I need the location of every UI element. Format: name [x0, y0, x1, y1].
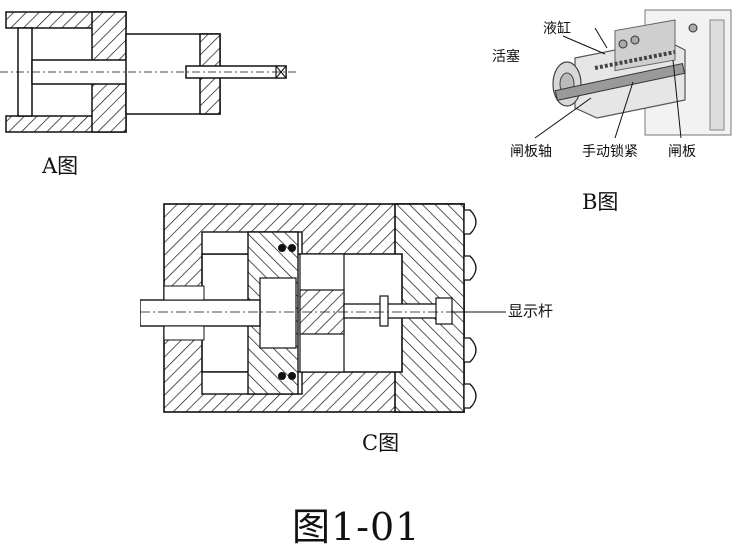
- panel-a-drawing: [0, 11, 298, 133]
- indicator-rod: [343, 303, 451, 319]
- rod: [140, 299, 261, 327]
- label-piston: 活塞: [492, 49, 520, 65]
- panel-b-label: B图: [582, 190, 619, 214]
- panel-a-label: A图: [42, 154, 79, 178]
- bolt-4: [463, 383, 477, 409]
- bolt-3: [463, 337, 477, 363]
- bolt-1: [463, 209, 477, 235]
- ram-shaft: [554, 62, 686, 101]
- label-cylinder: 液缸: [543, 21, 571, 37]
- label-ram: 闸板: [668, 144, 696, 160]
- label-ram-shaft: 闸板轴: [510, 144, 552, 160]
- panel-c-label: C图: [362, 431, 400, 455]
- panel-b-photo: [534, 9, 732, 139]
- label-manual-lock: 手动锁紧: [582, 144, 638, 160]
- panel-c-drawing: [140, 203, 506, 413]
- bolt-2: [463, 255, 477, 281]
- figure-caption: 图1-01: [292, 505, 421, 549]
- label-indicator-rod: 显示杆: [508, 302, 554, 320]
